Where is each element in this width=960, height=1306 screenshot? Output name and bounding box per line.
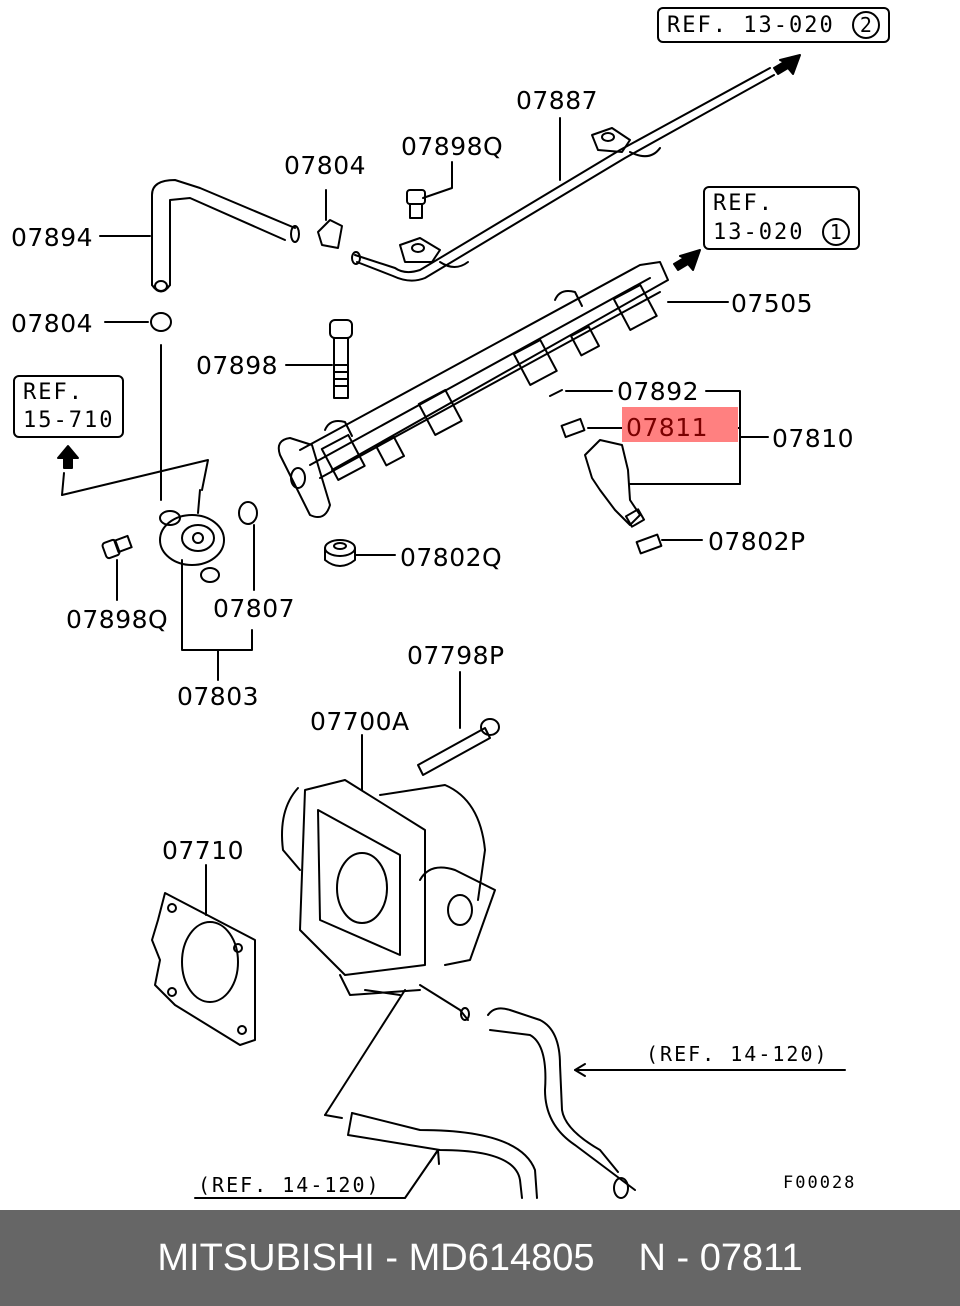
ref-14-120-right[interactable]: (REF. 14-120)	[646, 1042, 829, 1066]
clamp-07804-top[interactable]	[318, 190, 342, 248]
part-number: MD614805	[408, 1236, 595, 1279]
parts-diagram	[0, 0, 960, 1210]
hose-ref-14-120-right[interactable]	[488, 1008, 845, 1198]
arrow-to-ref-13-020-1	[674, 250, 700, 270]
label-07803[interactable]: 07803	[177, 682, 260, 711]
separator-2: -	[665, 1236, 700, 1279]
ref-box-13-020-1[interactable]: REF. 13-020 1	[703, 186, 860, 250]
insulator-07802Q[interactable]	[325, 540, 395, 566]
clamp-07804-left[interactable]	[105, 313, 171, 500]
hose-07894[interactable]	[152, 180, 299, 292]
label-07802P[interactable]: 07802P	[708, 527, 806, 556]
seal-07802P[interactable]	[637, 535, 702, 554]
label-07898Q-top[interactable]: 07898Q	[401, 132, 504, 161]
ref-text-line1: REF.	[23, 380, 84, 405]
label-07710[interactable]: 07710	[162, 836, 245, 865]
throttle-body-07700A[interactable]	[282, 735, 495, 1020]
separator: -	[374, 1236, 409, 1279]
label-07894[interactable]: 07894	[11, 223, 94, 252]
o-ring-07807[interactable]	[239, 502, 257, 590]
label-07887[interactable]: 07887	[516, 86, 599, 115]
circled-number: 2	[851, 11, 880, 39]
arrow-to-ref-13-020-2	[774, 55, 800, 74]
label-07810[interactable]: 07810	[772, 424, 855, 453]
label-07802Q[interactable]: 07802Q	[400, 543, 503, 572]
ref-text: REF. 13-020	[667, 13, 835, 38]
gasket-07710[interactable]	[152, 865, 255, 1045]
position-number: 07811	[699, 1236, 803, 1279]
label-07892[interactable]: 07892	[617, 377, 700, 406]
arrow-to-ref-15-710	[58, 446, 78, 468]
ref-box-13-020-2[interactable]: REF. 13-020 2	[657, 7, 890, 43]
filter-07811-part	[562, 419, 624, 437]
ref-box-15-710[interactable]: REF. 15-710	[13, 375, 125, 438]
ref-14-120-left[interactable]: (REF. 14-120)	[198, 1173, 381, 1197]
ref-text-line2: 13-020	[713, 219, 805, 245]
label-07804-left[interactable]: 07804	[11, 309, 94, 338]
pressure-regulator-07803[interactable]	[62, 460, 252, 680]
label-07700A[interactable]: 07700A	[310, 707, 410, 736]
bolt-07898Q-bottom[interactable]	[102, 536, 132, 600]
bolt-07898Q-top[interactable]	[407, 162, 452, 218]
label-07505[interactable]: 07505	[731, 289, 814, 318]
circled-number: 1	[821, 217, 850, 246]
label-07811-highlighted[interactable]: 07811	[626, 413, 709, 442]
label-07798P[interactable]: 07798P	[407, 641, 505, 670]
bolt-07898[interactable]	[286, 320, 352, 398]
bolt-07798P[interactable]	[418, 672, 499, 775]
ref-text-line1: REF.	[713, 191, 774, 216]
figure-code: F00028	[783, 1173, 857, 1193]
return-pipe-07887[interactable]	[352, 68, 774, 281]
ref-text-line2: 15-710	[23, 407, 115, 433]
label-07898Q-bottom[interactable]: 07898Q	[66, 605, 169, 634]
fuel-rail-07505[interactable]	[279, 262, 728, 517]
highlight-box	[622, 407, 738, 442]
position-prefix: N	[638, 1236, 666, 1279]
part-info-footer: MITSUBISHI - MD614805 N - 07811	[0, 1210, 960, 1306]
brand-name: MITSUBISHI	[157, 1236, 375, 1279]
label-07804-top[interactable]: 07804	[284, 151, 367, 180]
hose-ref-14-120-left[interactable]	[195, 990, 537, 1198]
label-07807[interactable]: 07807	[213, 594, 296, 623]
label-07898[interactable]: 07898	[196, 351, 279, 380]
